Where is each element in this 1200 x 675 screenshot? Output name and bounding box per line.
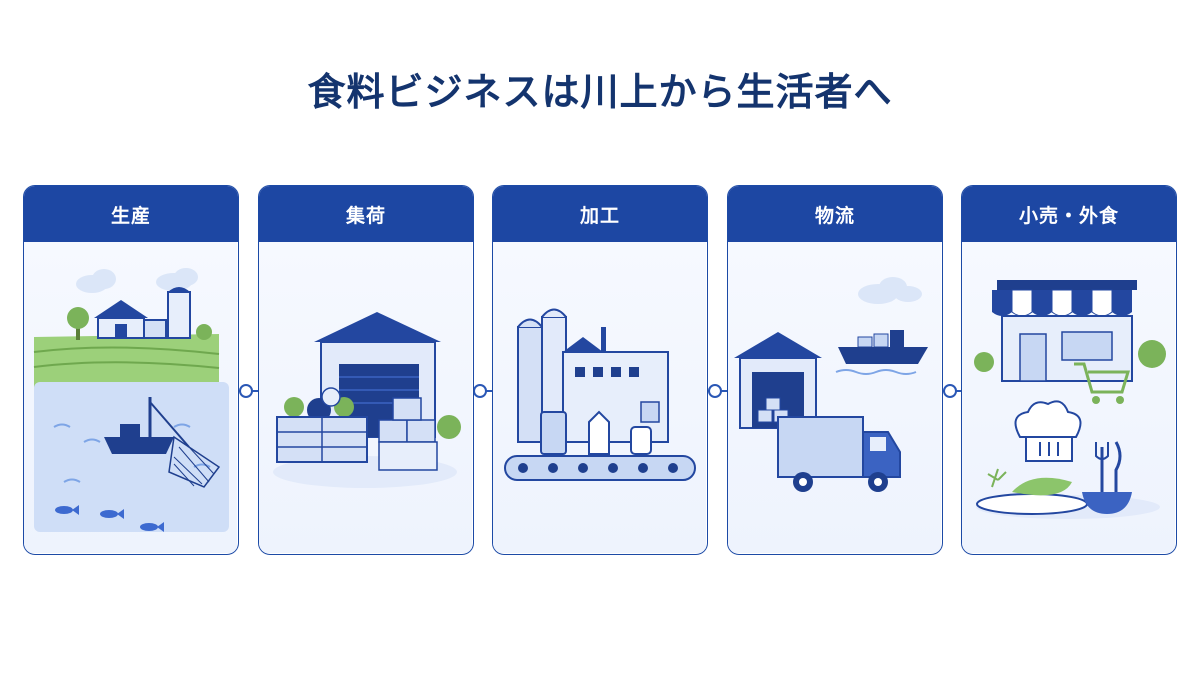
flow-node (708, 384, 722, 398)
stage-label: 物流 (728, 186, 942, 242)
stage-card-processing: 加工 (492, 185, 708, 555)
stage-label: 加工 (493, 186, 707, 242)
farm-fishery-icon (24, 242, 237, 553)
flow-node (473, 384, 487, 398)
stage-card-production: 生産 (23, 185, 239, 555)
stage-label: 小売・外食 (962, 186, 1176, 242)
page-title: 食料ビジネスは川上から生活者へ (307, 70, 893, 114)
stage-label: 集荷 (259, 186, 473, 242)
stage-card-collection: 集荷 (258, 185, 474, 555)
flow-node (239, 384, 253, 398)
store-restaurant-icon (962, 242, 1175, 553)
factory-processing-icon (493, 242, 706, 553)
stage-label: 生産 (24, 186, 238, 242)
stage-card-retail-dining: 小売・外食 (961, 185, 1177, 555)
logistics-truck-ship-icon (728, 242, 941, 553)
flow-node (943, 384, 957, 398)
stage-card-logistics: 物流 (727, 185, 943, 555)
warehouse-collection-icon (259, 242, 472, 553)
